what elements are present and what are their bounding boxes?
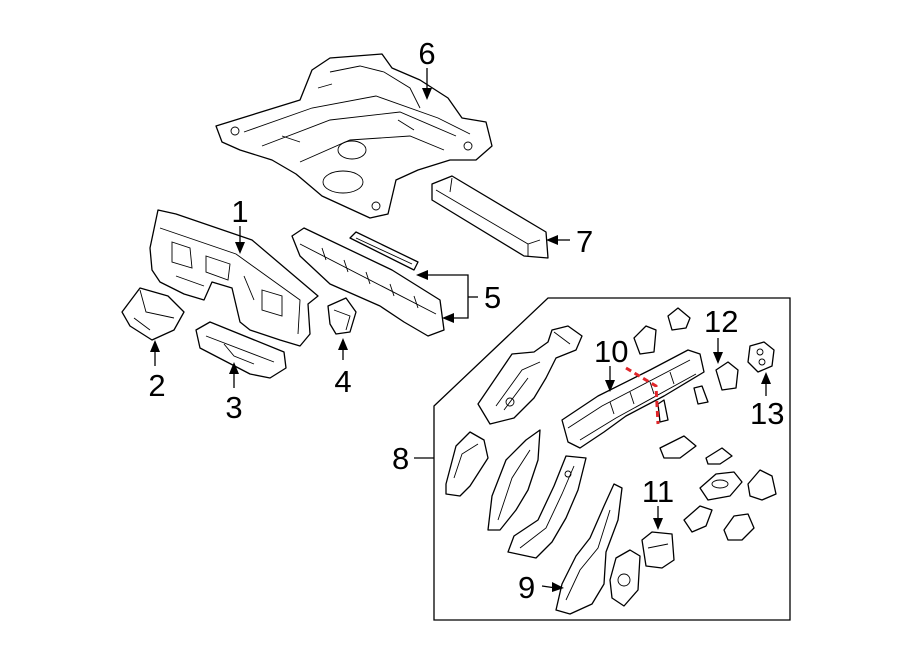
part-8-group-box bbox=[433, 297, 791, 621]
callout-13: 13 bbox=[750, 396, 784, 431]
callout-3: 3 bbox=[225, 390, 242, 425]
callout-12: 12 bbox=[704, 304, 738, 339]
part-5-rails bbox=[291, 227, 445, 337]
callout-labels: 6 7 1 2 3 4 5 8 9 10 11 12 13 bbox=[148, 36, 784, 605]
callout-2: 2 bbox=[148, 368, 165, 403]
callout-8: 8 bbox=[392, 441, 409, 476]
part-8-components bbox=[445, 307, 777, 615]
part-3-floor-reinforcement bbox=[195, 321, 287, 379]
callout-11: 11 bbox=[642, 474, 674, 509]
part-7-crossmember bbox=[431, 175, 549, 259]
callout-4: 4 bbox=[334, 364, 351, 399]
callout-5: 5 bbox=[484, 280, 501, 315]
cut-line bbox=[625, 366, 660, 425]
callout-10: 10 bbox=[594, 334, 628, 369]
leader-lines bbox=[150, 68, 771, 592]
callout-9: 9 bbox=[518, 570, 535, 605]
part-4-small-bracket bbox=[327, 297, 357, 335]
part-6-rear-floor-pan bbox=[215, 53, 493, 219]
callout-6: 6 bbox=[418, 36, 435, 71]
part-2-bracket bbox=[121, 287, 185, 341]
callout-7: 7 bbox=[576, 224, 593, 259]
part-1-rear-seat-panel bbox=[149, 209, 319, 347]
callout-1: 1 bbox=[231, 194, 248, 229]
